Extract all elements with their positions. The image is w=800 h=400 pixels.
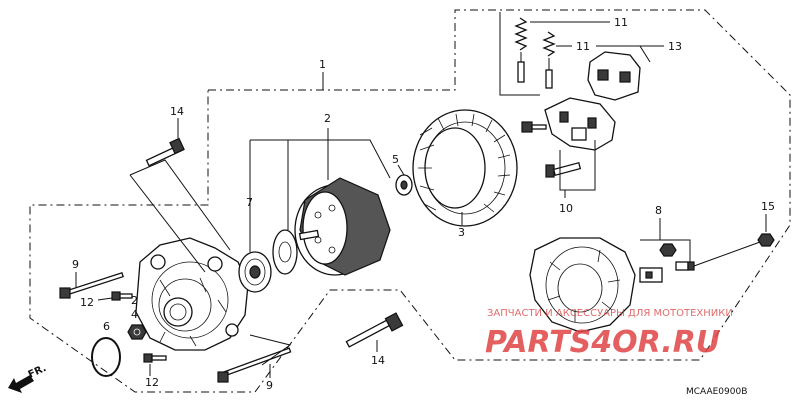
callout-7: 7 — [246, 196, 253, 209]
callout-12-upper: 12 — [80, 296, 94, 309]
callout-11-lower: 11 — [576, 40, 590, 53]
retainer-plate — [272, 229, 298, 275]
stator-3 — [412, 109, 518, 227]
screw-regulator — [521, 121, 547, 133]
callout-8: 8 — [655, 204, 662, 217]
bolt-14-upper — [145, 137, 185, 167]
front-cover — [529, 237, 636, 333]
bolt-12-upper — [111, 291, 133, 301]
bearing-5 — [395, 174, 413, 196]
rotor-2 — [294, 177, 391, 276]
front-direction-arrow — [8, 375, 34, 393]
brush-spring-11-left — [514, 17, 528, 83]
brush-spring-11-right — [542, 31, 556, 89]
callout-1: 1 — [319, 58, 326, 71]
callout-11-upper: 11 — [614, 16, 628, 29]
callout-14-upper: 14 — [170, 105, 184, 118]
callout-13: 13 — [668, 40, 682, 53]
o-ring-6 — [91, 337, 121, 377]
nut-2 — [127, 324, 147, 340]
nut-15 — [757, 233, 775, 247]
bolt-14-lower — [345, 312, 404, 348]
brush-holder-13 — [587, 51, 641, 101]
screw-10 — [545, 161, 582, 178]
watermark-logo: PARTS4OR.RU — [485, 325, 720, 360]
callout-10: 10 — [559, 202, 573, 215]
watermark-tagline: ЗАПЧАСТИ И АКСЕССУАРЫ ДЛЯ МОТОТЕХНИКИ — [487, 308, 733, 319]
rear-housing — [135, 237, 249, 351]
callout-9-lower: 9 — [266, 379, 273, 392]
callout-2-upper: 2 — [324, 112, 331, 125]
regulator-assembly — [544, 97, 616, 151]
terminal-8 — [639, 243, 695, 283]
bolt-12-lower — [143, 353, 167, 363]
callout-14-lower: 14 — [371, 354, 385, 367]
bearing-7 — [238, 251, 272, 293]
callout-9-left: 9 — [72, 258, 79, 271]
diagram-code: MCAAE0900B — [686, 387, 747, 397]
direction-label: FR. — [27, 363, 48, 381]
assembly-boundary — [29, 9, 791, 393]
callout-3: 3 — [458, 226, 465, 239]
callout-4: 4 — [131, 308, 138, 321]
callout-15: 15 — [761, 200, 775, 213]
bolt-9-lower — [217, 347, 292, 383]
callout-5: 5 — [392, 153, 399, 166]
callout-6: 6 — [103, 320, 110, 333]
callout-2-lower: 2 — [131, 294, 138, 307]
callout-12-lower: 12 — [145, 376, 159, 389]
bolt-9-left — [59, 272, 124, 299]
